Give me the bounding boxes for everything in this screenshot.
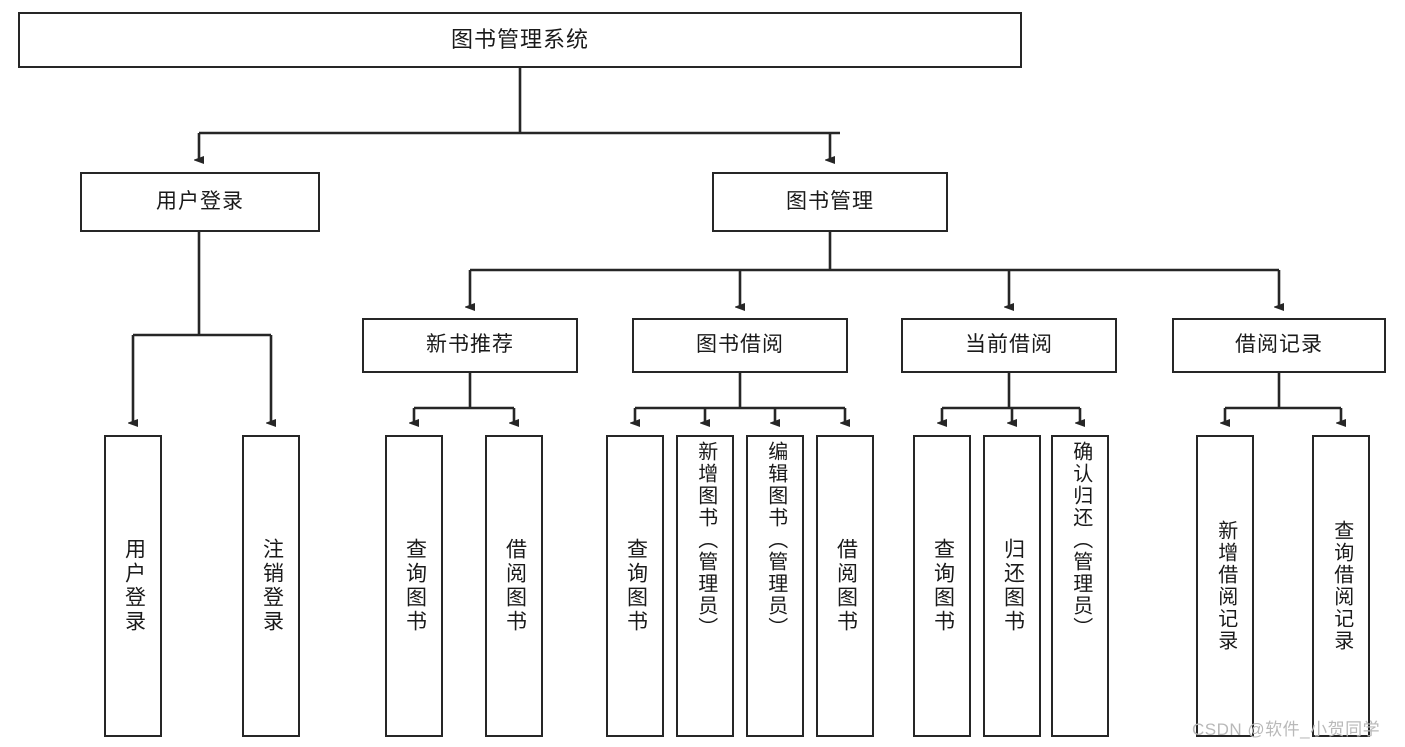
leaf-query-book-3[interactable]: 查询图书: [913, 435, 971, 737]
node-label: 图书管理系统: [450, 27, 589, 53]
node-label: 用户登录: [156, 189, 244, 213]
node-root-system[interactable]: 图书管理系统: [18, 12, 1022, 68]
leaf-query-book-2[interactable]: 查询图书: [606, 435, 664, 737]
node-label: 借阅图书: [503, 538, 527, 634]
node-label: 查询图书: [624, 538, 648, 634]
node-label: 查询图书: [931, 538, 955, 634]
node-label: 当前借阅: [965, 333, 1053, 357]
node-label: 用户登录: [122, 538, 146, 634]
node-label: 图书借阅: [696, 333, 784, 357]
node-label: 新增图书（管理员）: [694, 441, 717, 639]
leaf-confirm-return-admin[interactable]: 确认归还（管理员）: [1051, 435, 1109, 737]
node-label: 查询图书: [403, 538, 427, 634]
node-book-manage[interactable]: 图书管理: [712, 172, 948, 232]
node-label: 借阅图书: [834, 538, 858, 634]
leaf-query-borrow-record[interactable]: 查询借阅记录: [1312, 435, 1370, 737]
leaf-user-login[interactable]: 用户登录: [104, 435, 162, 737]
leaf-borrow-book-2[interactable]: 借阅图书: [816, 435, 874, 737]
node-label: 图书管理: [786, 189, 874, 213]
node-label: 编辑图书（管理员）: [764, 441, 787, 639]
node-label: 新书推荐: [426, 333, 514, 357]
node-current-borrow[interactable]: 当前借阅: [901, 318, 1117, 373]
leaf-edit-book-admin[interactable]: 编辑图书（管理员）: [746, 435, 804, 737]
node-label: 确认归还（管理员）: [1069, 441, 1092, 639]
leaf-add-book-admin[interactable]: 新增图书（管理员）: [676, 435, 734, 737]
node-label: 注销登录: [260, 538, 284, 634]
node-label: 查询借阅记录: [1330, 520, 1353, 652]
leaf-borrow-book-1[interactable]: 借阅图书: [485, 435, 543, 737]
node-label: 归还图书: [1001, 538, 1025, 634]
leaf-return-book[interactable]: 归还图书: [983, 435, 1041, 737]
node-borrow-record[interactable]: 借阅记录: [1172, 318, 1386, 373]
node-new-book-recommend[interactable]: 新书推荐: [362, 318, 578, 373]
node-book-borrow[interactable]: 图书借阅: [632, 318, 848, 373]
csdn-watermark: CSDN @软件_小贺同学: [1192, 720, 1381, 739]
leaf-query-book-1[interactable]: 查询图书: [385, 435, 443, 737]
node-label: 新增借阅记录: [1214, 520, 1237, 652]
leaf-add-borrow-record[interactable]: 新增借阅记录: [1196, 435, 1254, 737]
leaf-logout-login[interactable]: 注销登录: [242, 435, 300, 737]
node-label: 借阅记录: [1235, 333, 1323, 357]
node-user-login[interactable]: 用户登录: [80, 172, 320, 232]
